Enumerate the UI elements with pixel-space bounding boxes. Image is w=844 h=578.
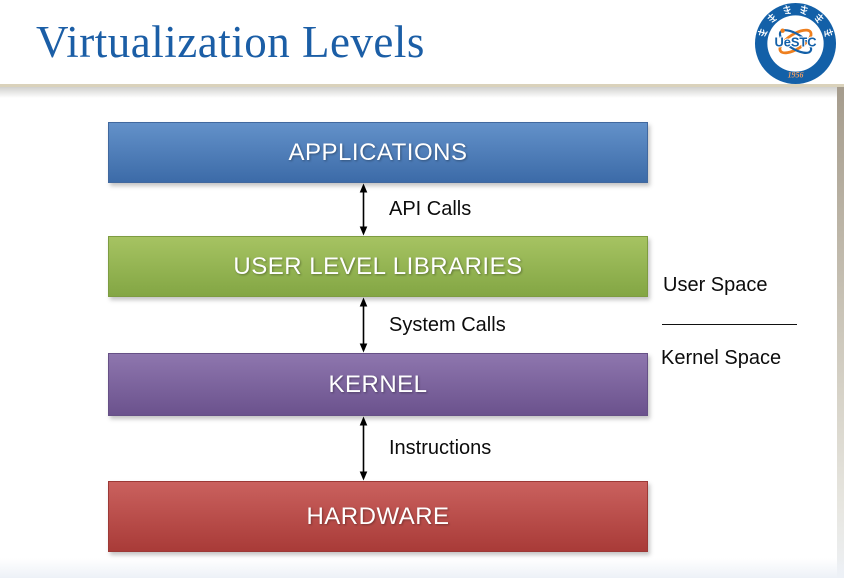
connector-instructions: Instructions <box>357 416 491 481</box>
connector-label-system-calls: System Calls <box>389 313 506 336</box>
slide-header: Virtualization Levels UeSTC 1956 <box>0 0 844 85</box>
double-arrow-icon <box>359 183 368 236</box>
connector-system-calls: System Calls <box>357 297 506 353</box>
layer-label-user-level-libraries: USER LEVEL LIBRARIES <box>233 252 523 280</box>
page-bottom-fade <box>0 558 844 578</box>
space-divider-line <box>662 324 797 325</box>
connector-api-calls: API Calls <box>357 183 471 236</box>
uestc-logo-icon: UeSTC 1956 <box>754 2 837 85</box>
layer-box-kernel: KERNEL <box>108 353 648 416</box>
page-edge-strip <box>837 87 844 578</box>
layer-label-kernel: KERNEL <box>328 370 428 398</box>
layer-label-hardware: HARDWARE <box>306 502 450 530</box>
logo-acronym: UeSTC <box>774 34 816 49</box>
slide-title: Virtualization Levels <box>36 17 425 67</box>
double-arrow-icon <box>359 297 368 353</box>
layer-box-hardware: HARDWARE <box>108 481 648 552</box>
connector-label-api-calls: API Calls <box>389 198 472 220</box>
kernel-space-label: Kernel Space <box>661 347 782 369</box>
header-divider <box>0 84 844 87</box>
user-space-label: User Space <box>663 274 768 296</box>
double-arrow-icon <box>359 416 368 481</box>
logo-year: 1956 <box>788 71 804 80</box>
header-shadow <box>0 87 844 98</box>
layer-box-applications: APPLICATIONS <box>108 122 648 183</box>
layer-box-user-level-libraries: USER LEVEL LIBRARIES <box>108 236 648 297</box>
connector-label-instructions: Instructions <box>389 437 492 459</box>
layer-label-applications: APPLICATIONS <box>288 138 468 166</box>
